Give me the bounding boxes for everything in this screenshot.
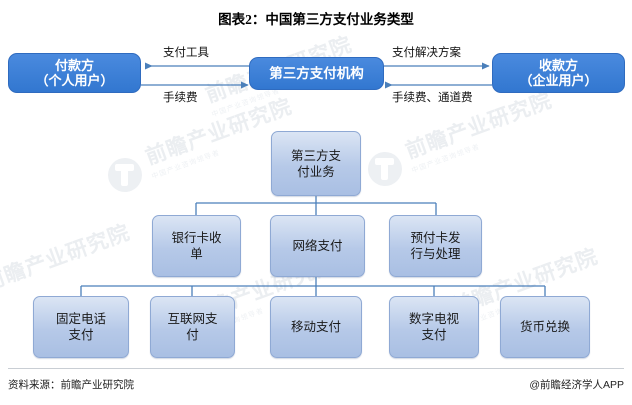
flow-label-payment-tool: 支付工具 [163, 47, 209, 59]
tree-node-digital-tv-payment[interactable]: 数字电视 支付 [389, 296, 479, 358]
tree-node-internet-payment[interactable]: 互联网支 付 [150, 296, 235, 358]
tree-node-fixed-phone-payment[interactable]: 固定电话 支付 [33, 296, 129, 358]
footer-source: 资料来源：前瞻产业研究院 [8, 379, 134, 391]
footer-account: @前瞻经济学人APP [529, 379, 624, 391]
tree-node-network-payment[interactable]: 网络支付 [270, 215, 365, 277]
page-title: 图表2：中国第三方支付业务类型 [218, 12, 414, 27]
watermark-logo-left [108, 158, 142, 192]
flow-label-service-channel-fee: 手续费、通道费 [392, 92, 473, 104]
tree-node-currency-exchange[interactable]: 货币兑换 [500, 296, 590, 358]
watermark-logo-mid [368, 152, 402, 186]
flow-node-payer[interactable]: 付款方 （个人用户） [8, 53, 141, 93]
tree-node-root[interactable]: 第三方支 付业务 [271, 131, 361, 196]
tree-node-prepaid-card[interactable]: 预付卡发 行与处理 [389, 215, 482, 277]
tree-node-mobile-payment[interactable]: 移动支付 [270, 296, 362, 358]
tree-node-bankcard-acquiring[interactable]: 银行卡收 单 [152, 215, 241, 277]
flow-label-payment-solution: 支付解决方案 [392, 47, 461, 59]
flow-node-payee[interactable]: 收款方 （企业用户） [492, 53, 625, 93]
flow-node-institution[interactable]: 第三方支付机构 [249, 57, 384, 90]
footer-divider [8, 368, 624, 369]
flow-label-service-fee: 手续费 [163, 92, 198, 104]
